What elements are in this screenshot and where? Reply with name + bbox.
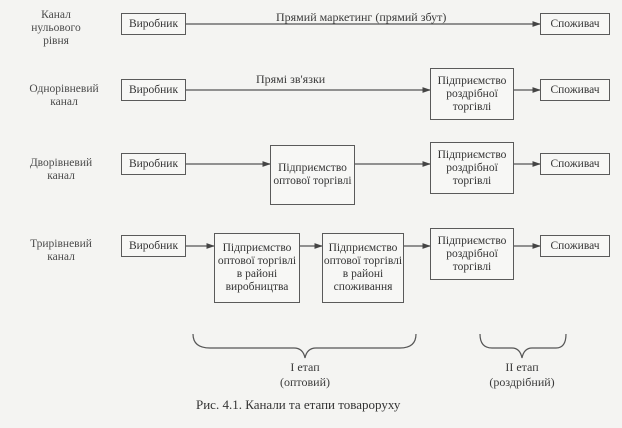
- wholesale-consumption-box: Підприємство оптової торгівлі в районі с…: [322, 233, 404, 303]
- brace-stage-2: [479, 333, 567, 359]
- direct-links-label: Прямі зв'язки: [256, 72, 326, 86]
- retail-box-two: Підприємство роздрібної торгівлі: [430, 142, 514, 194]
- retail-box-three: Підприємство роздрібної торгівлі: [430, 228, 514, 280]
- brace-stage-1: [192, 333, 417, 359]
- stage-1-label: I етап (оптовий): [279, 360, 330, 389]
- consumer-box-one: Споживач: [540, 79, 610, 101]
- stage-2-label: II етап (роздрібний): [489, 360, 555, 389]
- direct-marketing-label: Прямий маркетинг (прямий збут): [276, 10, 447, 24]
- producer-box-two: Виробник: [121, 153, 186, 175]
- channel-label-zero: Канал нульового рівня: [31, 9, 81, 47]
- producer-box-one: Виробник: [121, 79, 186, 101]
- consumer-box-zero: Споживач: [540, 13, 610, 35]
- wholesale-production-box: Підприємство оптової торгівлі в районі в…: [214, 233, 300, 303]
- channel-label-one: Однорівневий канал: [29, 83, 99, 108]
- producer-box-three: Виробник: [121, 235, 186, 257]
- consumer-box-three: Споживач: [540, 235, 610, 257]
- channel-label-three: Трирівневий канал: [30, 238, 92, 263]
- wholesale-box-two: Підприємство оптової торгівлі: [270, 145, 355, 205]
- consumer-box-two: Споживач: [540, 153, 610, 175]
- producer-box-zero: Виробник: [121, 13, 186, 35]
- retail-box-one: Підприємство роздрібної торгівлі: [430, 68, 514, 120]
- figure-caption: Рис. 4.1. Канали та етапи товароруху: [196, 397, 401, 412]
- channel-label-two: Дворівневий канал: [29, 157, 93, 182]
